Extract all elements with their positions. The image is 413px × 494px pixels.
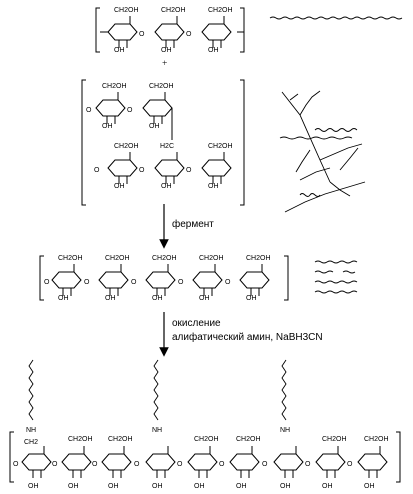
svg-text:O: O [186,31,192,38]
svg-text:CH2OH: CH2OH [194,436,219,443]
svg-text:O: O [84,279,90,286]
svg-text:O: O [134,461,140,468]
svg-text:CH2OH: CH2OH [364,436,389,443]
svg-text:O: O [305,461,311,468]
svg-text:OH: OH [208,183,219,190]
svg-text:O: O [262,461,268,468]
amylopectin-branch-sketch [279,90,366,213]
svg-text:OH: OH [199,295,210,302]
svg-text:O: O [52,461,58,468]
svg-text:O: O [186,167,192,174]
svg-text:O: O [219,461,225,468]
amylose-structure: CH2OH CH2OH CH2OH O O OH OH OH [95,7,245,54]
svg-text:O: O [44,279,50,286]
svg-text:CH2OH: CH2OH [58,255,83,262]
svg-text:CH2OH: CH2OH [114,143,139,150]
svg-text:CH2OH: CH2OH [108,436,133,443]
enzyme-label: фермент [172,218,214,230]
svg-text:OH: OH [194,483,205,490]
svg-text:OH: OH [102,123,113,130]
svg-text:OH: OH [161,47,172,54]
svg-text:OH: OH [322,483,333,490]
svg-text:O: O [131,279,137,286]
svg-text:OH: OH [149,123,160,130]
plus-sign: + [162,59,167,69]
svg-text:OH: OH [114,47,125,54]
alkylamine-product-structure: NH NH NH CH2 CH2OH CH2OH CH2OH CH2OH CH2… [9,359,401,490]
amylopectin-structure: CH2OH CH2OH O O OH OH CH2OH H2C CH2OH O … [81,79,245,206]
svg-text:OH: OH [364,483,375,490]
svg-text:CH2: CH2 [24,439,38,446]
amylose-wavy-chain [269,16,403,20]
svg-text:OH: OH [68,483,79,490]
svg-text:OH: OH [236,483,247,490]
linear-amylose-structure: CH2OH CH2OH CH2OH CH2OH CH2OH O O O O O … [39,255,289,302]
svg-text:NH: NH [152,427,162,434]
svg-text:CH2OH: CH2OH [149,83,174,90]
svg-text:O: O [139,31,145,38]
svg-text:OH: OH [280,483,291,490]
svg-text:O: O [178,279,184,286]
svg-text:OH: OH [152,295,163,302]
svg-text:CH2OH: CH2OH [105,255,130,262]
svg-text:O: O [13,461,19,468]
svg-text:O: O [177,461,183,468]
svg-text:CH2OH: CH2OH [199,255,224,262]
svg-text:OH: OH [161,183,172,190]
svg-text:CH2OH: CH2OH [208,7,233,14]
svg-text:H2C: H2C [160,143,174,150]
svg-text:O: O [127,107,133,114]
svg-text:O: O [225,279,231,286]
short-chains-sketch [314,260,358,294]
svg-text:OH: OH [108,483,119,490]
svg-text:OH: OH [208,47,219,54]
svg-text:O: O [94,167,100,174]
svg-text:CH2OH: CH2OH [68,436,93,443]
svg-text:OH: OH [152,483,163,490]
svg-text:CH2OH: CH2OH [152,255,177,262]
svg-text:OH: OH [105,295,116,302]
svg-text:CH2OH: CH2OH [102,83,127,90]
svg-text:NH: NH [26,427,36,434]
amination-conditions-label: алифатический амин, NaBH3CN [172,331,323,343]
svg-text:CH2OH: CH2OH [246,255,271,262]
svg-text:OH: OH [28,483,39,490]
svg-text:CH2OH: CH2OH [236,436,261,443]
svg-text:CH2OH: CH2OH [322,436,347,443]
svg-text:CH2OH: CH2OH [208,143,233,150]
svg-text:O: O [92,461,98,468]
svg-text:OH: OH [246,295,257,302]
svg-text:CH2OH: CH2OH [161,7,186,14]
svg-text:OH: OH [114,183,125,190]
svg-text:OH: OH [58,295,69,302]
svg-text:O: O [86,107,92,114]
svg-text:O: O [347,461,353,468]
svg-text:CH2OH: CH2OH [114,7,139,14]
svg-text:O: O [139,167,145,174]
svg-text:NH: NH [280,427,290,434]
oxidation-label: окисление [172,318,221,329]
